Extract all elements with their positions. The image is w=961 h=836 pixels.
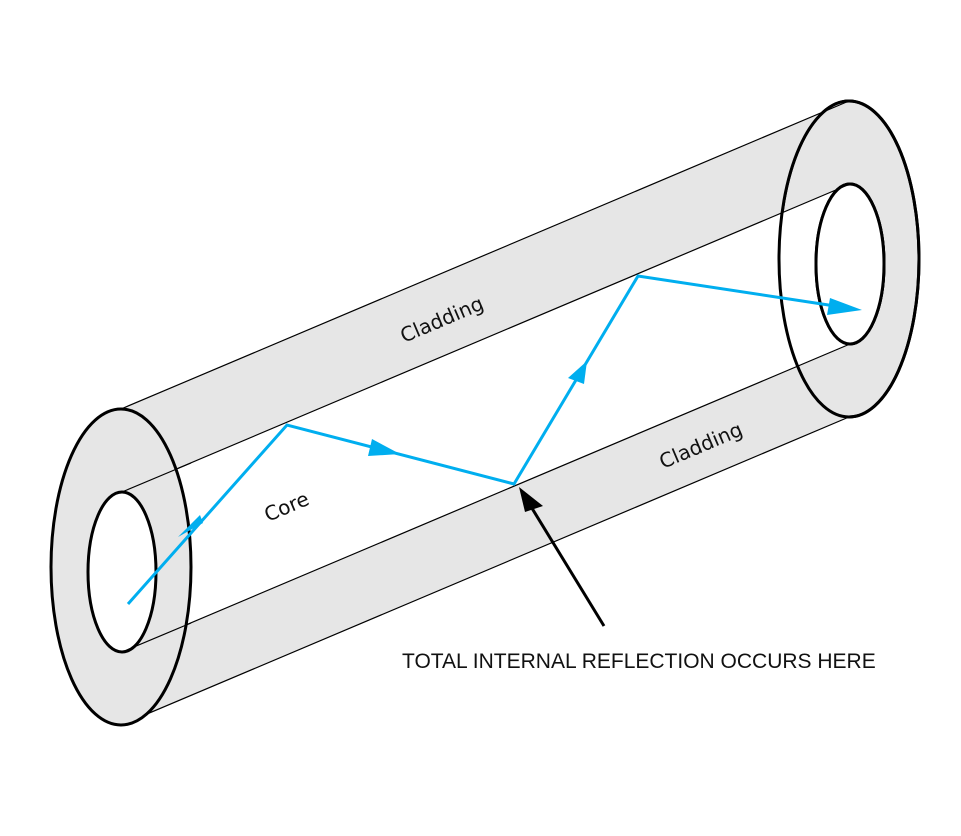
inner-top-edge-front <box>121 462 192 493</box>
annotation-arrowhead <box>519 487 543 512</box>
annotation-arrow <box>528 504 606 627</box>
ray-arrowhead-end <box>827 298 862 315</box>
core-overlay <box>122 184 850 652</box>
left-inner-face <box>86 490 158 654</box>
annotation-text: TOTAL INTERNAL REFLECTION OCCURS HERE <box>402 650 876 673</box>
ray-arrowhead-1 <box>178 515 203 537</box>
light-ray <box>126 274 862 605</box>
inner-top-edge <box>121 183 851 493</box>
ray-path <box>126 274 836 605</box>
ray-arrowhead-3 <box>568 361 587 384</box>
cladding-top-body-overlay <box>121 101 849 492</box>
ray-arrowhead-2 <box>368 439 400 456</box>
outer-bottom-edge <box>120 416 850 726</box>
inner-bottom-edge <box>121 343 851 653</box>
cladding-bottom-body-overlay <box>121 344 850 725</box>
outer-top-edge <box>120 100 850 410</box>
inner-bottom-edge-front <box>121 622 192 653</box>
